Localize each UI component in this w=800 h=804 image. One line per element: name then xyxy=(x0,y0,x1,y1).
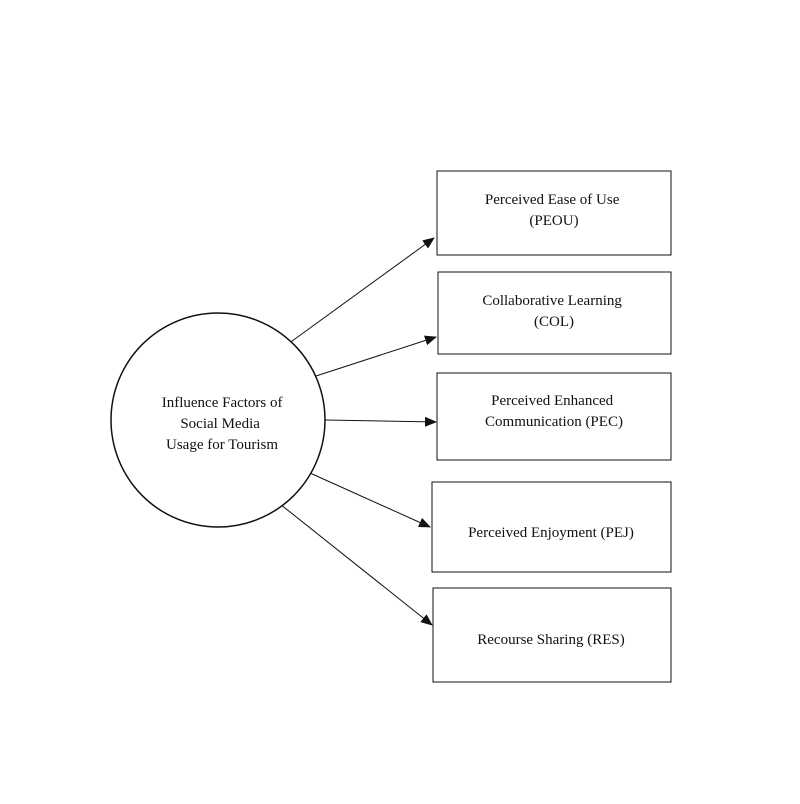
arrow-to-pec xyxy=(324,416,437,427)
factor-label-line: Perceived Enhanced xyxy=(491,393,614,409)
center-label-line: Usage for Tourism xyxy=(166,437,278,453)
arrow-to-col xyxy=(315,335,437,377)
center-circle xyxy=(110,312,326,528)
center-label-line: Social Media xyxy=(180,416,260,432)
arrow-to-res xyxy=(279,503,433,626)
factor-label: Perceived Enjoyment (PEJ) xyxy=(468,525,634,541)
factor-box-pec: Perceived Enhanced Communication (PEC) xyxy=(436,372,672,461)
factor-box-col: Collaborative Learning (COL) xyxy=(437,271,672,355)
factor-label: Recourse Sharing (RES) xyxy=(477,632,624,648)
factor-box-frame xyxy=(436,372,672,461)
factor-label-line: Perceived Enjoyment (PEJ) xyxy=(468,525,634,541)
factor-box-frame xyxy=(431,481,672,573)
arrows xyxy=(279,237,437,626)
factor-box-frame xyxy=(437,271,672,355)
arrow-to-peou xyxy=(287,237,435,345)
factor-box-peou: Perceived Ease of Use (PEOU) xyxy=(436,170,672,256)
factor-label-line: Communication (PEC) xyxy=(485,414,623,430)
center-node: Influence Factors of Social Media Usage … xyxy=(110,312,326,528)
factor-label: Collaborative Learning (COL) xyxy=(482,293,625,330)
factor-box-pej: Perceived Enjoyment (PEJ) xyxy=(431,481,672,573)
center-label: Influence Factors of Social Media Usage … xyxy=(162,395,287,453)
factor-label-line: Perceived Ease of Use xyxy=(485,192,620,208)
factor-label-line: Recourse Sharing (RES) xyxy=(477,632,624,648)
factor-box-res: Recourse Sharing (RES) xyxy=(432,587,672,683)
factor-label-line: (PEOU) xyxy=(529,213,578,229)
center-label-line: Influence Factors of xyxy=(162,395,283,411)
factor-box-frame xyxy=(432,587,672,683)
factor-box-frame xyxy=(436,170,672,256)
arrow-to-pej xyxy=(309,472,431,528)
factor-label: Perceived Enhanced Communication (PEC) xyxy=(485,393,623,430)
factor-label-line: Collaborative Learning xyxy=(482,293,622,309)
factor-label: Perceived Ease of Use (PEOU) xyxy=(485,192,623,229)
factor-label-line: (COL) xyxy=(534,314,574,330)
